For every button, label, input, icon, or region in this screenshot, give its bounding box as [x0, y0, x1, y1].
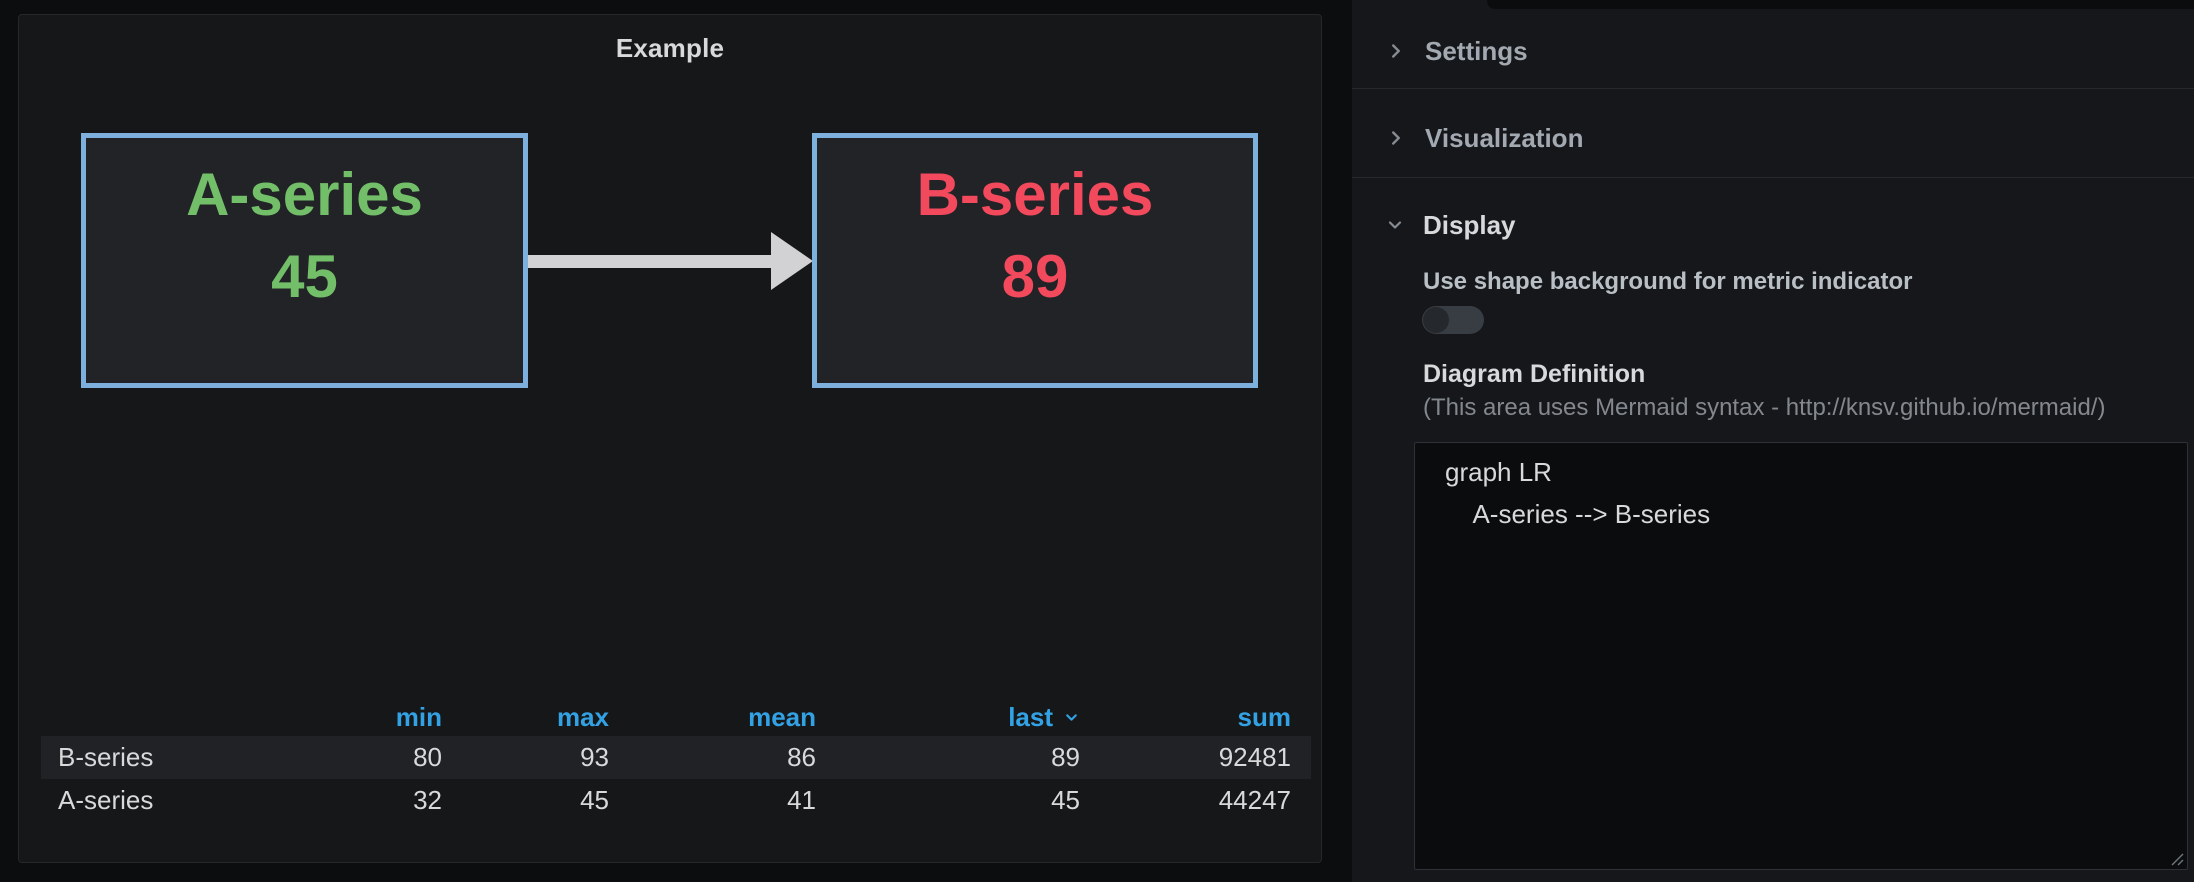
- series-name: B-series: [58, 742, 154, 772]
- section-label: Settings: [1425, 35, 1528, 66]
- section-settings[interactable]: Settings: [1385, 14, 2174, 88]
- cell-last: 89: [1051, 742, 1080, 772]
- diagram-node-a-series[interactable]: A-series 45: [81, 133, 528, 388]
- legend-header-last[interactable]: last: [816, 702, 1080, 733]
- legend-table: min max mean last sum B-series 80 93 86 …: [41, 698, 1311, 822]
- legend-header-max[interactable]: max: [556, 701, 609, 732]
- divider: [1352, 177, 2194, 178]
- diagram-panel: Example A-series 45 B-series 89 min max …: [18, 14, 1322, 863]
- node-value: 89: [1001, 243, 1069, 310]
- shape-background-toggle-label: Use shape background for metric indicato…: [1423, 268, 1913, 295]
- legend-header-row: min max mean last sum: [41, 698, 1311, 736]
- toggle-knob: [1423, 307, 1449, 333]
- cell-min: 32: [413, 785, 442, 815]
- edge-line: [528, 255, 772, 268]
- panel-title[interactable]: Example: [615, 33, 725, 63]
- legend-header-last-label: last: [1008, 701, 1053, 732]
- node-value: 45: [271, 243, 338, 310]
- cell-max: 93: [580, 742, 609, 772]
- cell-last: 45: [1051, 785, 1080, 815]
- series-name: A-series: [58, 785, 154, 815]
- cell-min: 80: [413, 742, 442, 772]
- table-row[interactable]: B-series 80 93 86 89 92481: [41, 736, 1311, 779]
- section-label: Display: [1423, 209, 1516, 240]
- cell-sum: 44247: [1218, 785, 1291, 815]
- shape-background-toggle[interactable]: [1422, 306, 1484, 334]
- chevron-right-icon: [1392, 44, 1400, 58]
- cell-max: 45: [580, 785, 609, 815]
- diagram-definition-label: Diagram Definition: [1423, 360, 1646, 388]
- table-row[interactable]: A-series 32 45 41 45 44247: [41, 779, 1311, 822]
- chevron-down-icon: [1388, 221, 1402, 229]
- panel-options-pane: Settings Visualization Display Use shape…: [1352, 0, 2194, 882]
- section-label: Visualization: [1425, 122, 1584, 153]
- cell-mean: 41: [787, 785, 816, 815]
- arrow-head-icon: [771, 232, 813, 290]
- diagram-definition-input[interactable]: graph LR A-series --> B-series: [1414, 442, 2188, 870]
- chevron-down-icon: [1066, 713, 1077, 721]
- divider: [1352, 88, 2194, 89]
- diagram-definition-hint: (This area uses Mermaid syntax - http://…: [1423, 394, 2106, 421]
- section-visualization[interactable]: Visualization: [1385, 101, 2174, 175]
- cell-mean: 86: [787, 742, 816, 772]
- legend-header-sum[interactable]: sum: [1237, 701, 1291, 732]
- cell-sum: 92481: [1218, 742, 1291, 772]
- section-display[interactable]: Display: [1385, 188, 2174, 262]
- node-label: B-series: [916, 161, 1154, 228]
- pane-top-strip: [1487, 0, 2194, 9]
- legend-header-min[interactable]: min: [395, 701, 442, 732]
- chevron-right-icon: [1392, 131, 1400, 145]
- resize-handle-icon[interactable]: [2169, 851, 2185, 867]
- legend-header-mean[interactable]: mean: [748, 701, 816, 732]
- diagram-node-b-series[interactable]: B-series 89: [812, 133, 1258, 388]
- node-label: A-series: [186, 161, 423, 228]
